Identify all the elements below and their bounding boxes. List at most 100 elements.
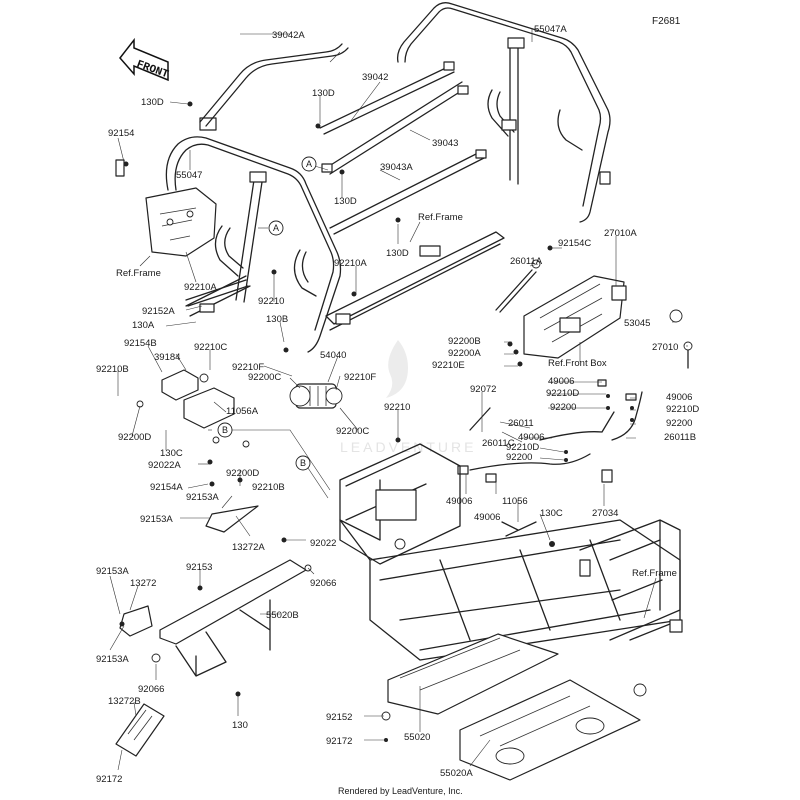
part-label: 92210A	[334, 258, 367, 269]
part-label: 130D	[312, 88, 335, 99]
part-label: 92200B	[448, 336, 481, 347]
part-label: 130D	[141, 97, 164, 108]
part-label: 55020	[404, 732, 430, 743]
part-label: 92210	[384, 402, 410, 413]
part-label: 13272B	[108, 696, 141, 707]
part-label: 92022	[310, 538, 336, 549]
part-label: 49006	[474, 512, 500, 523]
part-label: 92210D	[666, 404, 699, 415]
part-label: 92200	[506, 452, 532, 463]
main-frame	[339, 443, 683, 697]
part-label: 92210A	[184, 282, 217, 293]
leader-lines	[109, 28, 688, 771]
part-label: 27010	[652, 342, 678, 353]
part-label: 55020B	[266, 610, 299, 621]
part-label: 26011B	[664, 432, 696, 443]
part-label: 26011A	[510, 256, 543, 267]
part-label: 92200	[550, 402, 576, 413]
part-labels: 39042A 55047A 130D 39042 130D 92154 5504…	[96, 24, 699, 785]
part-label: 92152A	[142, 306, 175, 317]
roof-bars	[199, 43, 487, 235]
part-label: 92210B	[96, 364, 129, 375]
part-label: 49006	[518, 432, 544, 443]
svg-text:B: B	[222, 425, 228, 435]
part-label: 92154C	[558, 238, 591, 249]
winch-bracket	[136, 369, 250, 448]
part-label: 130D	[334, 196, 357, 207]
part-label: 92072	[470, 384, 496, 395]
part-label: 92200C	[248, 372, 281, 383]
part-label: 92066	[138, 684, 164, 695]
part-label: 13272A	[232, 542, 265, 553]
fasteners	[119, 101, 555, 697]
part-label: 92200	[666, 418, 692, 429]
front-arrow-icon: FRONT	[119, 37, 170, 81]
part-label: 130B	[266, 314, 288, 325]
callout-b-1: B	[217, 422, 233, 438]
part-label: 26011	[508, 418, 534, 429]
part-label: 39042	[362, 72, 388, 83]
part-label: Ref.Frame	[418, 212, 463, 223]
part-label: 92210F	[232, 362, 264, 373]
part-label: Ref.Frame	[632, 568, 677, 579]
left-mount-bracket	[115, 159, 217, 257]
part-label: 27010A	[604, 228, 637, 239]
part-label: 92200D	[226, 468, 259, 479]
part-label: 55047	[176, 170, 202, 181]
part-label: 54040	[320, 350, 346, 361]
part-label: 92153A	[140, 514, 173, 525]
covers	[115, 505, 259, 757]
svg-text:A: A	[273, 223, 279, 233]
part-label: 55047A	[534, 24, 567, 35]
part-label: 39043	[432, 138, 458, 149]
part-label: 92154	[108, 128, 134, 139]
part-label: Ref.Front Box	[548, 358, 607, 369]
part-label: 92200C	[336, 426, 369, 437]
part-label: 39184	[154, 352, 180, 363]
callout-a-1: A	[301, 156, 317, 172]
part-label: 92153A	[186, 492, 219, 503]
side-rail	[325, 231, 505, 331]
callout-b-2: B	[295, 455, 311, 471]
credit-text: Rendered by LeadVenture, Inc.	[338, 786, 463, 796]
part-label: 130C	[540, 508, 563, 519]
part-label: 92210D	[506, 442, 539, 453]
part-label: 92153A	[96, 566, 129, 577]
part-label: 92172	[326, 736, 352, 747]
part-label: 49006	[548, 376, 574, 387]
svg-text:B: B	[300, 458, 306, 468]
part-label: 92210D	[546, 388, 579, 399]
front-roll-cage	[165, 117, 342, 353]
watermark-text: LEADVENTURE	[340, 439, 476, 455]
part-label: 92153	[186, 562, 212, 573]
part-label: 92066	[310, 578, 336, 589]
part-label: 92210F	[344, 372, 376, 383]
part-label: 49006	[446, 496, 472, 507]
part-label: Ref.Frame	[116, 268, 161, 279]
part-label: 26011C	[482, 438, 515, 449]
part-label: 92153A	[96, 654, 129, 665]
part-label: 55020A	[440, 768, 473, 779]
figure-code: F2681	[652, 16, 681, 27]
skid-plates	[381, 633, 641, 781]
part-label: 92200D	[118, 432, 151, 443]
part-label: 53045	[624, 318, 650, 329]
part-label: 13272	[130, 578, 156, 589]
part-label: 92210	[258, 296, 284, 307]
part-label: 92210E	[432, 360, 465, 371]
part-label: 49006	[666, 392, 692, 403]
part-label: 130A	[132, 320, 155, 331]
front-box-panel	[495, 259, 693, 369]
part-label: 92152	[326, 712, 352, 723]
part-label: 130	[232, 720, 248, 731]
part-label: 92210B	[252, 482, 285, 493]
watermark: LEADVENTURE	[340, 340, 476, 455]
part-label: 130D	[386, 248, 409, 259]
part-label: 11056	[502, 496, 528, 507]
part-label: 27034	[592, 508, 618, 519]
front-guard	[151, 559, 312, 677]
part-label: 92172	[96, 774, 122, 785]
part-label: 39042A	[272, 30, 305, 41]
callout-a-2: A	[268, 220, 284, 236]
